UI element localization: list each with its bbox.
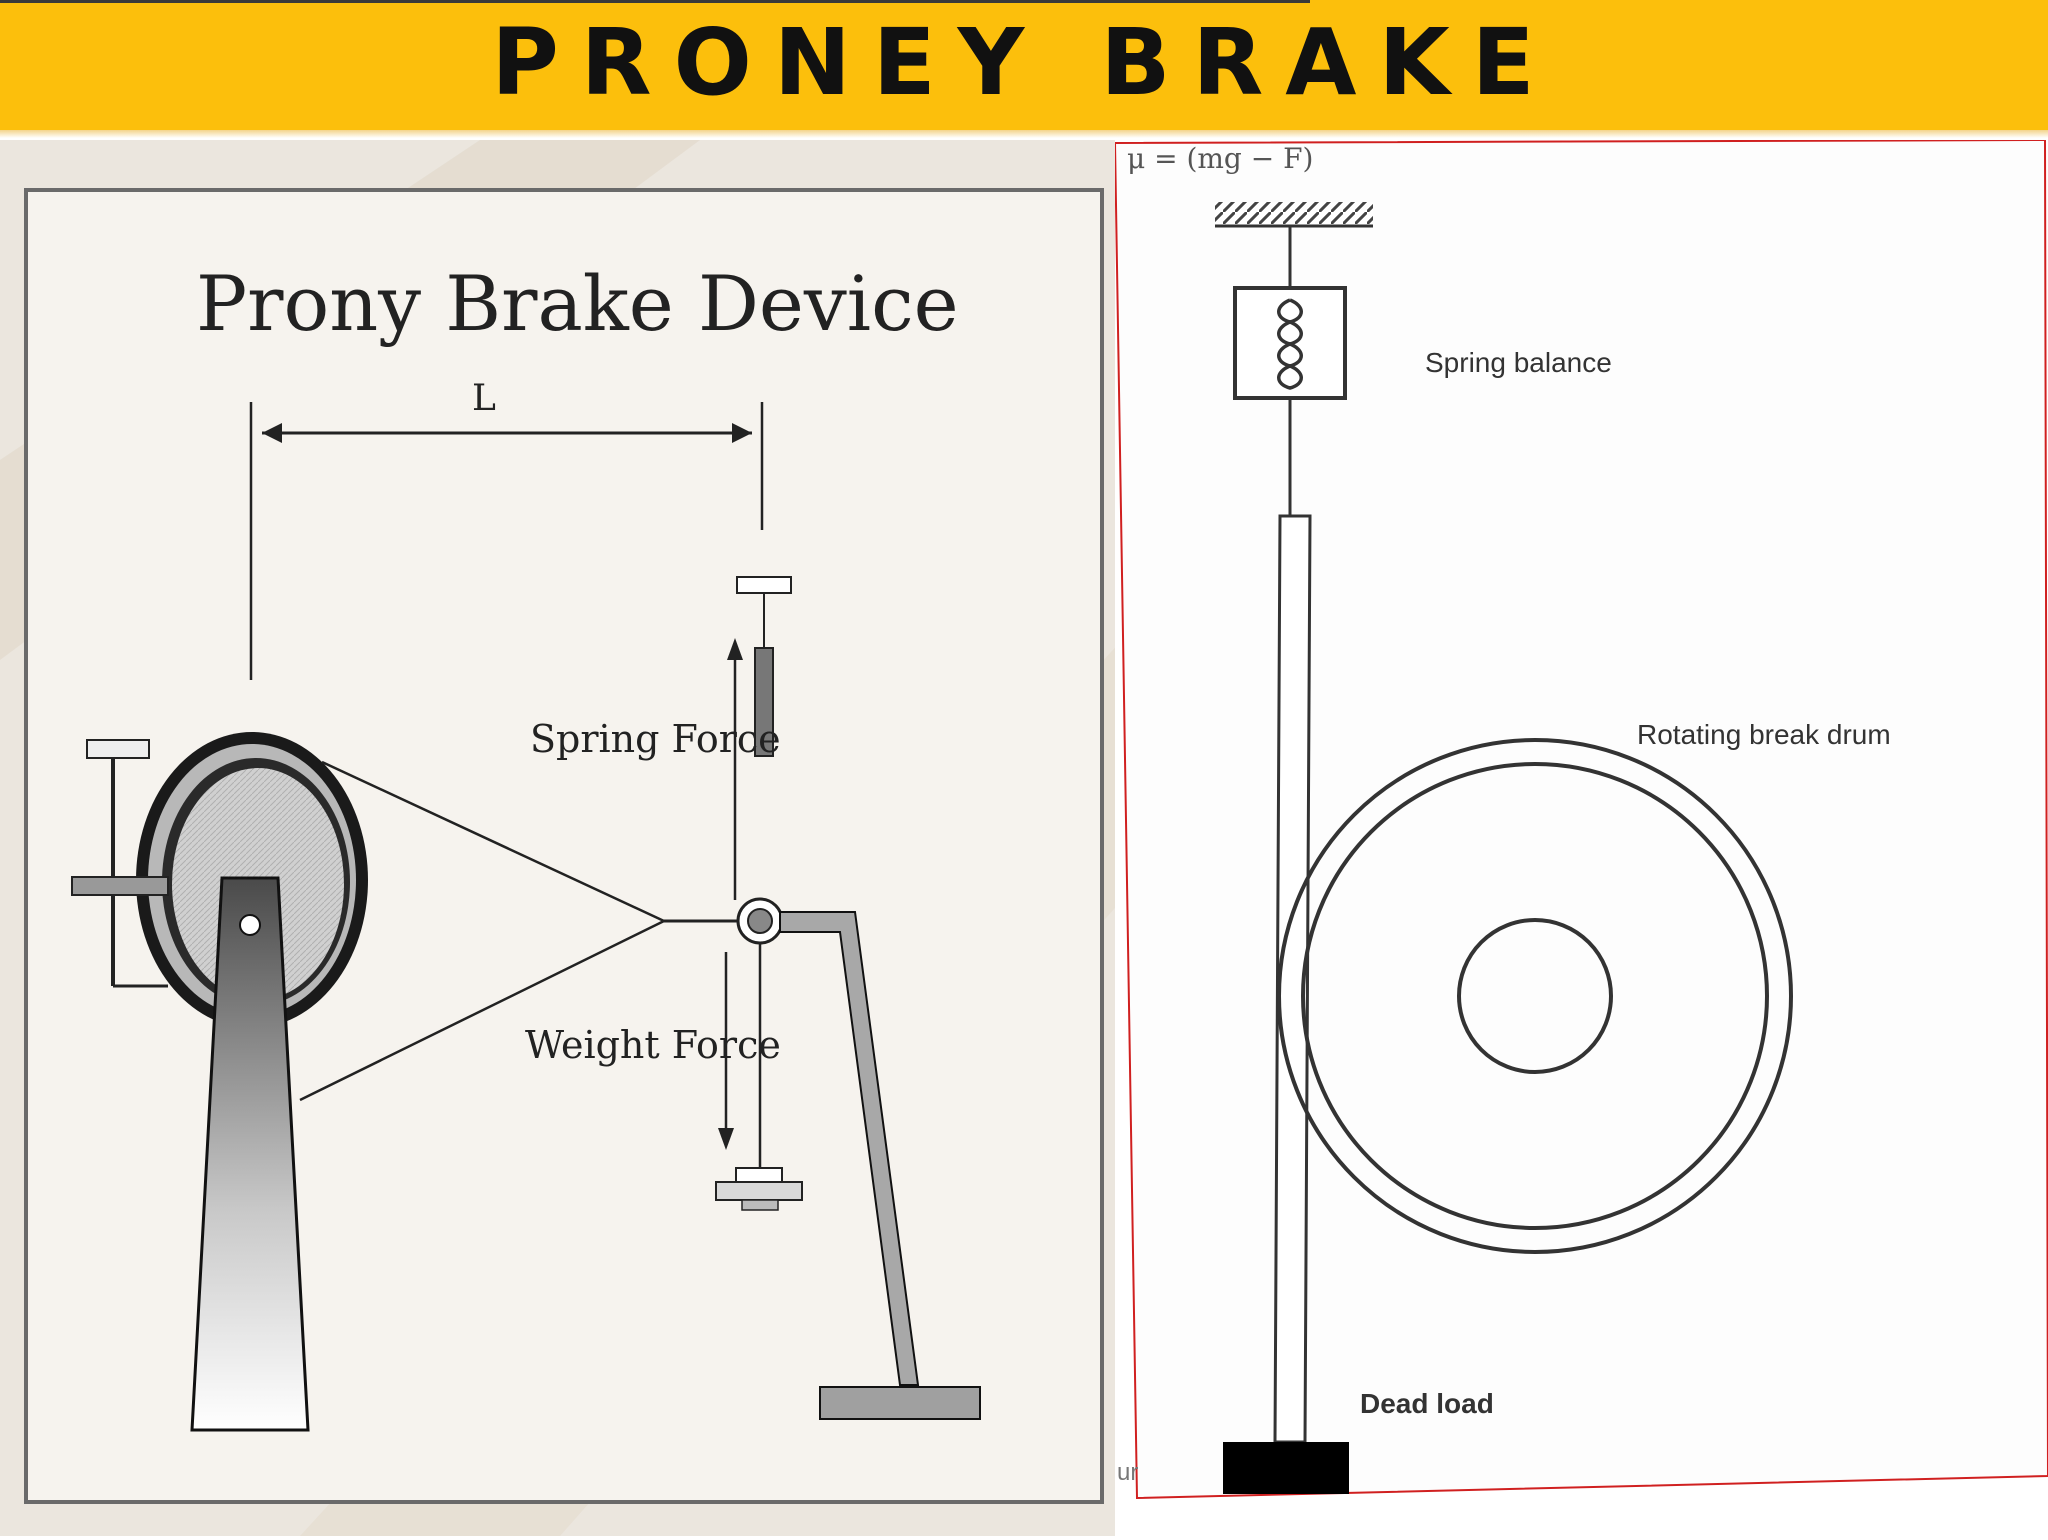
ceiling-support xyxy=(1215,202,1373,224)
title-banner xyxy=(0,0,2048,130)
spring-coil xyxy=(1277,298,1303,390)
prony-brake-device-svg: Prony Brake Device L Spring Force Weight… xyxy=(0,140,1122,1536)
arrowhead xyxy=(718,1128,734,1150)
weight-body xyxy=(715,1181,803,1201)
spring-scale-body xyxy=(754,647,774,757)
dead-load-label: Dead load xyxy=(1360,1388,1494,1419)
arrowhead xyxy=(262,423,282,443)
figure-title: Prony Brake Device xyxy=(196,259,959,348)
support-base xyxy=(819,1386,981,1420)
banner-shadow xyxy=(0,130,2048,138)
figure-frame xyxy=(1113,138,2048,1500)
pivot-pin xyxy=(747,908,773,934)
arrowhead xyxy=(727,638,743,660)
dimension-label: L xyxy=(472,378,496,419)
lever-arm-lower xyxy=(299,919,665,1102)
weight-base xyxy=(741,1199,779,1211)
drum-outer-rim xyxy=(1277,738,1793,1254)
clamp-bar xyxy=(71,876,169,896)
drum-hub xyxy=(1457,918,1613,1074)
clamp-handle xyxy=(86,739,150,759)
spring-balance-label: Spring balance xyxy=(1425,347,1612,378)
spring-force-label: Spring Force xyxy=(530,717,781,761)
banner-top-rule xyxy=(0,0,1310,3)
drum-inner-rim xyxy=(1301,762,1769,1230)
drum-stand xyxy=(190,876,310,1432)
drum-label: Rotating break drum xyxy=(1637,719,1891,750)
drum-axle xyxy=(239,914,261,936)
support-frame xyxy=(779,911,920,1386)
prony-brake-device-figure: Prony Brake Device L Spring Force Weight… xyxy=(0,140,1122,1536)
spring-scale-top xyxy=(736,576,792,594)
weight-force-label: Weight Force xyxy=(525,1023,781,1067)
lever-arm-upper xyxy=(321,760,665,923)
dead-load-brake-svg: μ = (mg − F) Spring balance Rotating bre… xyxy=(1113,138,2048,1536)
dead-load-block xyxy=(1223,1442,1349,1494)
arrowhead xyxy=(732,423,752,443)
slide-title: PRONEY BRAKE xyxy=(491,9,1557,116)
footer-text-fragment: ur xyxy=(1117,1459,1138,1486)
dead-load-brake-figure: μ = (mg − F) Spring balance Rotating bre… xyxy=(1113,138,2048,1536)
top-text-fragment: μ = (mg − F) xyxy=(1127,142,1313,175)
weight-top xyxy=(735,1167,783,1183)
